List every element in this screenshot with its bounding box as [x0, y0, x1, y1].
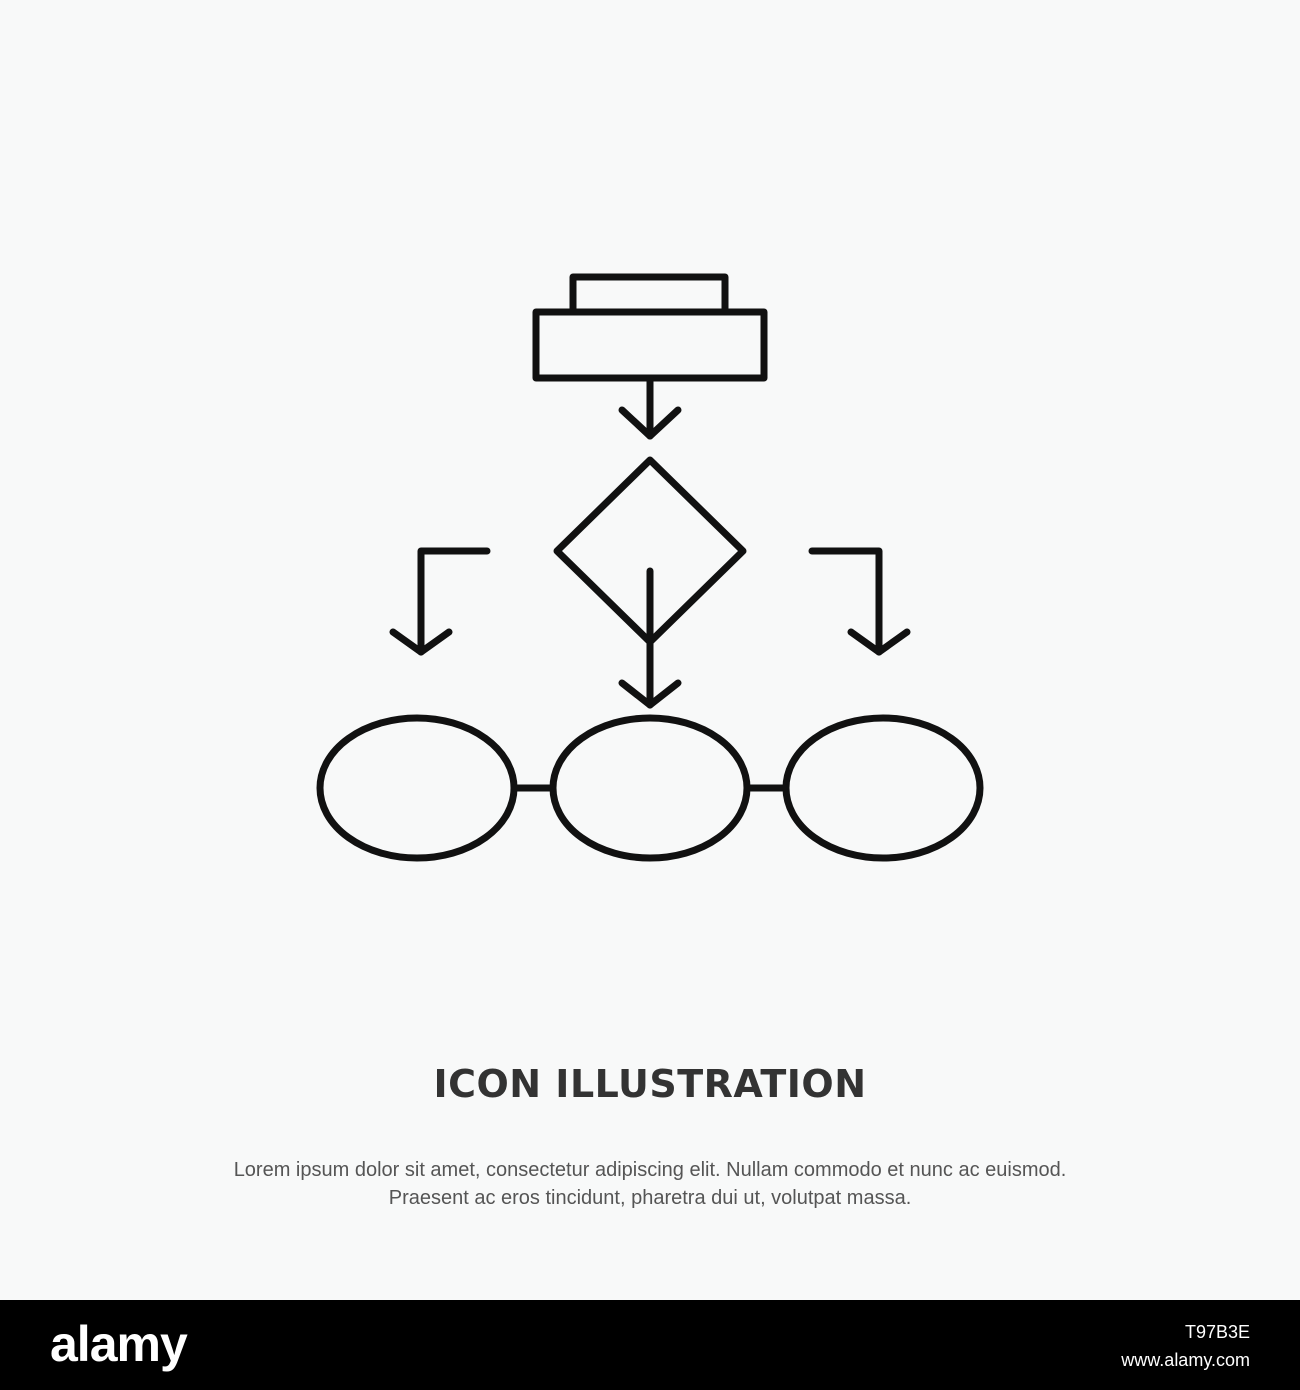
flowchart-algorithm-icon: [316, 273, 984, 862]
process-block-shape: [532, 273, 768, 382]
description-line-1: Lorem ipsum dolor sit amet, consectetur …: [233, 1159, 1067, 1181]
illustration-heading: ICON ILLUSTRATION: [433, 1062, 867, 1106]
brand-logo: alamy: [50, 1316, 188, 1372]
terminal-oval-left-shape: [316, 714, 518, 862]
arrow-down-top-icon: [618, 374, 682, 440]
description-line-2: Praesent ac eros tincidunt, pharetra dui…: [388, 1187, 912, 1209]
arrow-left-branch-icon: [389, 547, 491, 656]
arrow-down-center-icon: [618, 567, 682, 709]
arrow-right-branch-icon: [808, 547, 911, 656]
illustration-description: Lorem ipsum dolor sit amet, consectetur …: [0, 1156, 1300, 1212]
image-id-block: T97B3E www.alamy.com: [1121, 1318, 1250, 1374]
terminal-oval-center-shape: [549, 714, 751, 862]
footer-bar: alamy T97B3E www.alamy.com: [0, 1300, 1300, 1390]
site-url: www.alamy.com: [1121, 1350, 1250, 1370]
terminal-oval-right-shape: [782, 714, 984, 862]
image-id: T97B3E: [1184, 1322, 1250, 1342]
